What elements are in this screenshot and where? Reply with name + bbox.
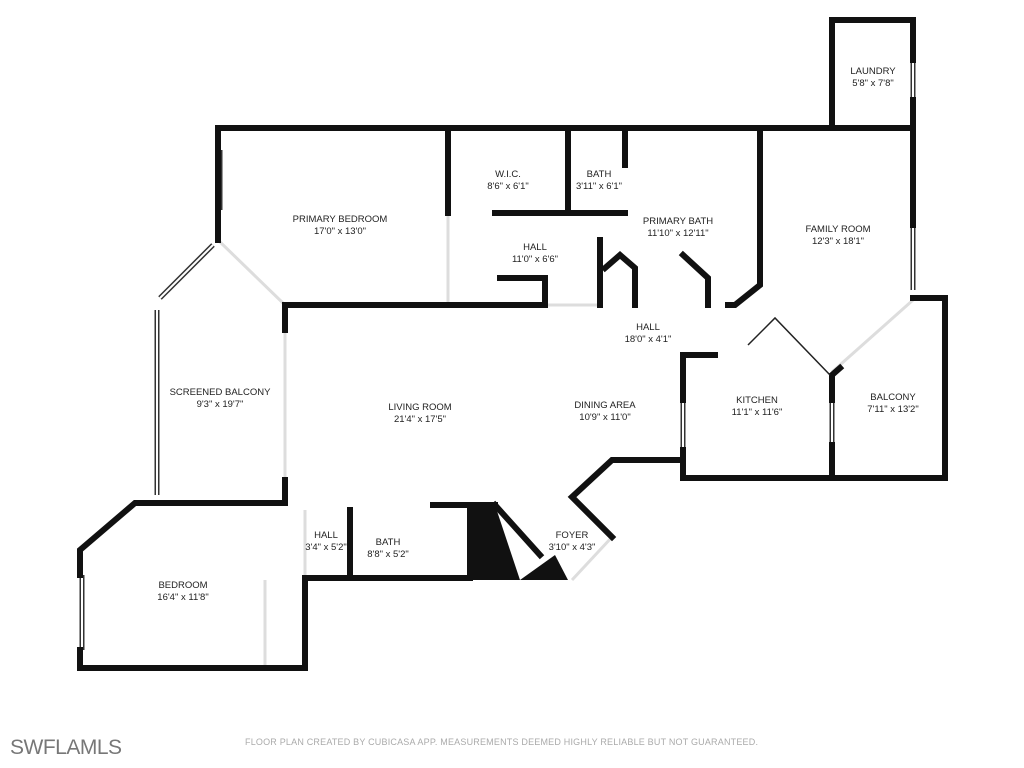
- room-name: HALL: [314, 530, 338, 541]
- room-name: KITCHEN: [736, 395, 778, 406]
- room-name: PRIMARY BATH: [643, 216, 713, 227]
- room-size: 3'11" x 6'1": [576, 181, 622, 192]
- room-size: 11'0" x 6'6": [512, 254, 558, 265]
- room-size: 21'4" x 17'5": [394, 414, 446, 425]
- brand-logo: SWFLAMLS: [10, 736, 122, 759]
- room-size: 12'3" x 18'1": [812, 236, 864, 247]
- room-name: BATH: [376, 537, 401, 548]
- room-name: BEDROOM: [158, 580, 207, 591]
- disclaimer: FLOOR PLAN CREATED BY CUBICASA APP. MEAS…: [245, 737, 759, 747]
- room-size: 18'0" x 4'1": [625, 334, 672, 345]
- room-size: 17'0" x 13'0": [314, 226, 366, 237]
- room-size: 8'8" x 5'2": [367, 549, 409, 560]
- room-name: FAMILY ROOM: [805, 224, 870, 235]
- room-name: HALL: [636, 322, 660, 333]
- room-name: LAUNDRY: [850, 66, 896, 77]
- room-size: 5'8" x 7'8": [852, 78, 894, 89]
- room-name: LIVING ROOM: [388, 402, 451, 413]
- room-name: DINING AREA: [574, 400, 636, 411]
- room-name: HALL: [523, 242, 547, 253]
- room-size: 8'6" x 6'1": [487, 181, 529, 192]
- room-size: 16'4" x 11'8": [157, 592, 208, 603]
- room-name: FOYER: [556, 530, 589, 541]
- room-size: 11'10" x 12'11": [647, 228, 708, 239]
- walls: [77, 17, 948, 671]
- room-size: 9'3" x 19'7": [197, 399, 244, 410]
- room-size: 3'4" x 5'2": [305, 542, 347, 553]
- room-name: SCREENED BALCONY: [170, 387, 271, 398]
- room-name: BATH: [587, 169, 612, 180]
- room-size: 3'10" x 4'3": [549, 542, 596, 553]
- room-labels: LAUNDRY 5'8" x 7'8" PRIMARY BEDROOM 17'0…: [157, 66, 918, 603]
- room-name: PRIMARY BEDROOM: [293, 214, 388, 225]
- room-size: 7'11" x 13'2": [867, 404, 918, 415]
- room-size: 10'9" x 11'0": [579, 412, 630, 423]
- room-name: W.I.C.: [495, 169, 521, 180]
- room-size: 11'1" x 11'6": [732, 407, 783, 418]
- room-name: BALCONY: [870, 392, 916, 403]
